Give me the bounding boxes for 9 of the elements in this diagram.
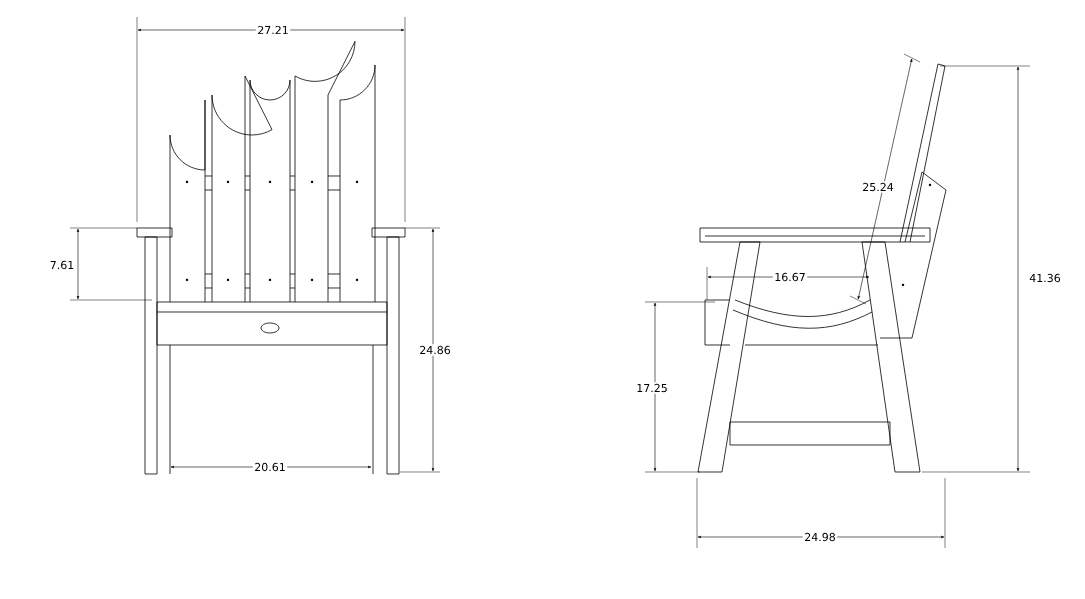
dimension-label: 24.86 — [417, 344, 453, 356]
dimension-label: 27.21 — [255, 24, 291, 36]
dimension-label: 17.25 — [634, 382, 670, 394]
dimension-label: 20.61 — [252, 461, 288, 473]
dimension-label: 16.67 — [772, 271, 808, 283]
dimension-label: 24.98 — [802, 531, 838, 543]
dimension-label: 7.61 — [48, 259, 76, 271]
dimension-label: 41.36 — [1027, 272, 1063, 284]
dimension-label: 25.24 — [860, 181, 896, 193]
